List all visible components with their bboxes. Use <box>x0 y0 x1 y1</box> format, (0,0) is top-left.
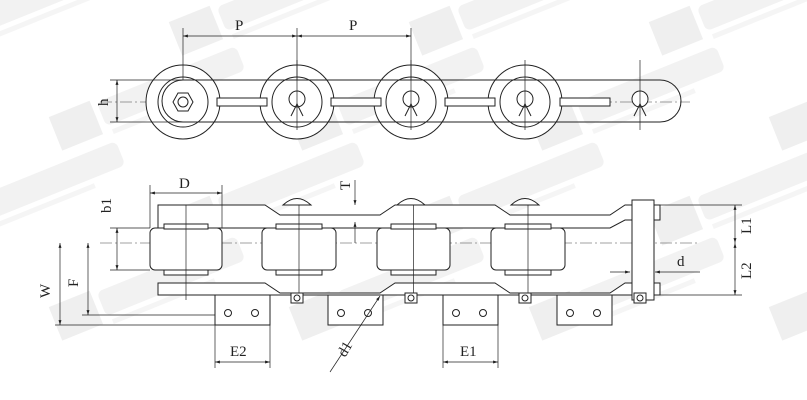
watermark-logo <box>408 0 604 56</box>
label-E2: E2 <box>230 344 247 360</box>
nut <box>290 292 304 304</box>
nut <box>518 292 532 304</box>
label-d1: d1 <box>335 339 356 360</box>
plate-slot <box>559 97 611 107</box>
nut <box>633 292 647 304</box>
label-L2: L2 <box>739 262 755 279</box>
label-d: d <box>677 254 685 270</box>
pin-head <box>281 198 313 206</box>
label-F: F <box>66 279 82 287</box>
end-pin <box>631 199 655 301</box>
attachment-bracket <box>214 294 271 326</box>
watermark-logo <box>648 142 807 246</box>
label-pitch-2: P <box>349 18 357 34</box>
label-W: W <box>38 283 54 298</box>
label-L1: L1 <box>739 217 755 234</box>
attachment-bracket <box>442 294 499 326</box>
plate-slot <box>444 97 496 107</box>
label-h: h <box>96 98 112 106</box>
plate-slot <box>330 97 382 107</box>
pin-head <box>509 198 541 206</box>
label-b1: b1 <box>99 198 115 213</box>
label-T: T <box>338 181 354 190</box>
watermark-logo <box>768 290 807 341</box>
plate-slot <box>216 97 268 107</box>
watermark-logo <box>648 0 807 56</box>
watermark-logo <box>0 0 124 40</box>
label-D: D <box>179 176 190 192</box>
label-E1: E1 <box>460 344 477 360</box>
pin-head <box>395 198 427 206</box>
watermark-logo <box>168 0 364 56</box>
top-view <box>100 28 690 140</box>
watermark-logo <box>0 142 124 230</box>
watermark-logo <box>768 100 807 151</box>
side-view <box>55 180 742 373</box>
attachment-bracket <box>556 294 613 326</box>
attachment-bracket <box>327 294 384 326</box>
nut <box>404 292 418 304</box>
label-pitch-1: P <box>235 18 243 34</box>
